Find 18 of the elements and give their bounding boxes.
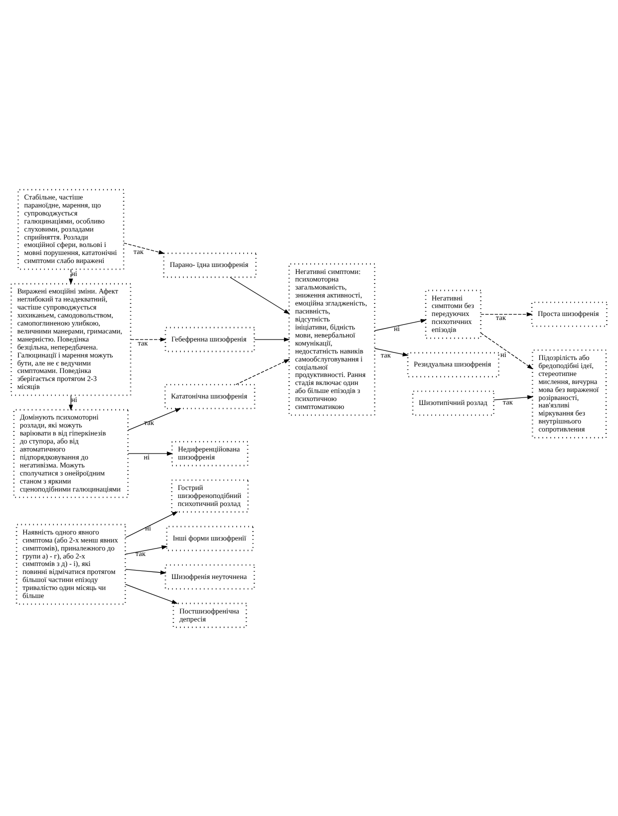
arrow	[254, 336, 290, 342]
arrow	[230, 276, 290, 314]
arrow	[125, 511, 178, 538]
arrow	[493, 394, 534, 400]
arrow	[480, 312, 533, 316]
arrow	[480, 332, 534, 369]
arrow	[125, 568, 166, 574]
arrow	[123, 242, 165, 254]
arrow	[374, 318, 427, 331]
arrow	[125, 544, 168, 554]
arrow	[68, 268, 74, 284]
arrow	[128, 451, 173, 456]
arrow	[128, 408, 182, 430]
arrow	[374, 348, 409, 356]
arrow	[68, 394, 74, 410]
arrow	[130, 336, 166, 342]
arrow	[125, 583, 178, 604]
arrow	[235, 358, 290, 384]
